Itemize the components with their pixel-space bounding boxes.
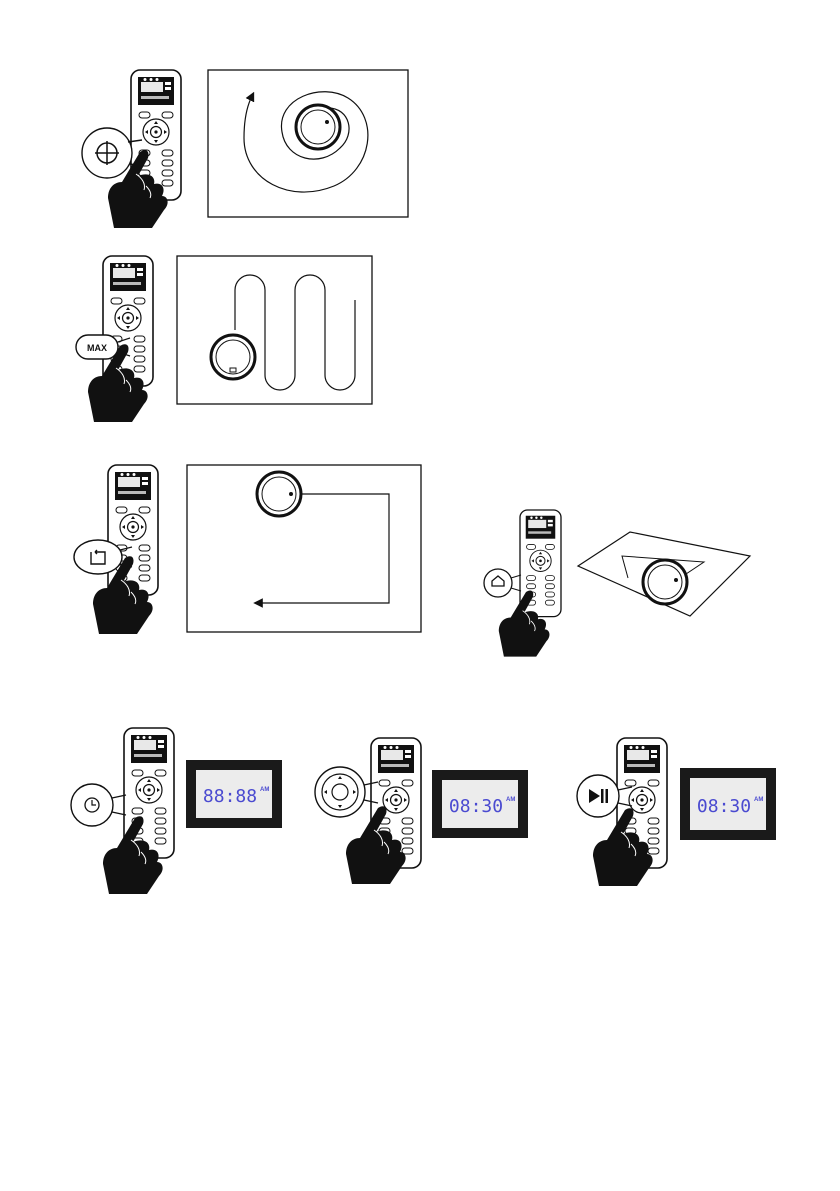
room-area <box>177 256 372 404</box>
schedule-step-1: 88:88 AM <box>71 728 282 894</box>
robot-vacuum <box>257 472 301 516</box>
lcd-time: 88:88 <box>203 786 257 807</box>
figure-max-mode: MAX <box>76 256 372 422</box>
robot-vacuum <box>643 560 687 604</box>
figure-edge-clean <box>74 465 421 634</box>
lcd-time: 08:30 <box>449 796 503 817</box>
lcd-display: 08:30 AM <box>680 768 776 840</box>
room-area <box>187 465 421 632</box>
lcd-display: 88:88 AM <box>186 760 282 828</box>
schedule-step-2: 08:30 AM <box>315 738 528 884</box>
figure-area-clean <box>484 510 750 657</box>
lcd-time: 08:30 <box>697 796 751 817</box>
callout-bubble <box>71 784 126 826</box>
lcd-am-pm: AM <box>260 787 269 793</box>
figure-spot-clean <box>82 70 408 228</box>
schedule-step-3: 08:30 AM <box>577 738 776 886</box>
robot-vacuum <box>296 105 340 149</box>
lcd-am-pm: AM <box>754 797 763 803</box>
max-button-label: MAX <box>87 343 107 353</box>
callout-bubble <box>315 767 378 817</box>
lcd-display: 08:30 AM <box>432 770 528 838</box>
callout-bubble <box>484 569 521 597</box>
lcd-am-pm: AM <box>506 797 515 803</box>
